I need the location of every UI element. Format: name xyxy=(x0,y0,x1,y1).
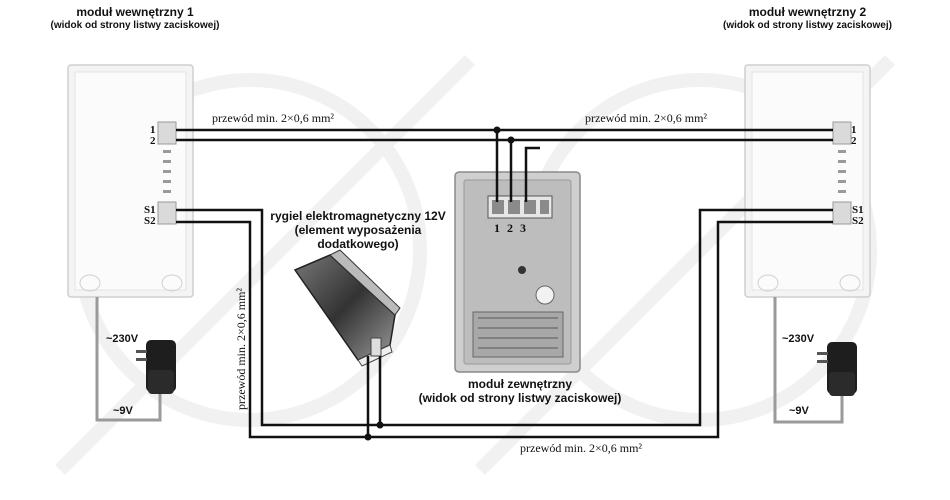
electromagnetic-lock xyxy=(293,249,401,367)
lock-label: rygiel elektromagnetyczny 12V (element w… xyxy=(258,209,458,251)
indoor-module-1-subtitle: (widok od strony listwy zaciskowej) xyxy=(50,19,220,31)
indoor-module-2-subtitle: (widok od strony listwy zaciskowej) xyxy=(723,19,892,31)
indoor-module-2 xyxy=(744,64,871,298)
indoor-module-1-title: moduł wewnętrzny 1 xyxy=(76,5,194,19)
wire-label-bottom: przewód min. 2×0,6 mm² xyxy=(520,441,643,455)
wire-junctions xyxy=(364,126,515,441)
terminal-2-left: 2 xyxy=(150,135,156,147)
wire-label-top-left: przewód min. 2×0,6 mm² xyxy=(212,111,335,125)
terminal-2-right: 2 xyxy=(851,135,857,147)
wire-label-top-right: przewód min. 2×0,6 mm² xyxy=(585,111,708,125)
terminal-1-left: 1 xyxy=(150,124,156,136)
indoor-module-1 xyxy=(67,64,194,298)
lock-subtitle-line2: dodatkowego) xyxy=(317,236,399,251)
terminal-s2-left: S2 xyxy=(144,215,156,227)
indoor-module-1-label: moduł wewnętrzny 1 (widok od strony list… xyxy=(35,5,235,31)
lock-title: rygiel elektromagnetyczny 12V xyxy=(270,209,446,223)
outdoor-module-label: moduł zewnętrzny (widok od strony listwy… xyxy=(400,377,640,406)
outdoor-terminals-label: 1 2 3 xyxy=(494,221,528,235)
wire-label-vertical: przewód min. 2×0,6 mm² xyxy=(234,287,248,410)
lock-subtitle-line1: (element wyposażenia xyxy=(294,222,422,237)
outdoor-module-subtitle: (widok od strony listwy zaciskowej) xyxy=(418,390,622,405)
power-dc-label-2: ~9V xyxy=(789,405,809,417)
indoor-module-2-label: moduł wewnętrzny 2 (widok od strony list… xyxy=(705,5,910,31)
power-ac-label-2: ~230V xyxy=(782,333,815,345)
indoor-module-2-title: moduł wewnętrzny 2 xyxy=(748,5,867,19)
power-dc-label-1: ~9V xyxy=(113,405,133,417)
power-adapter-1 xyxy=(136,340,176,394)
terminal-s2-right: S2 xyxy=(852,215,864,227)
power-cables xyxy=(95,297,844,424)
power-ac-label-1: ~230V xyxy=(106,333,139,345)
terminal-1-right: 1 xyxy=(851,124,857,136)
outdoor-module-title: moduł zewnętrzny xyxy=(467,377,572,391)
terminal-s1-left: S1 xyxy=(144,204,156,216)
terminal-s1-right: S1 xyxy=(852,204,864,216)
power-adapter-2 xyxy=(817,342,857,396)
outdoor-module xyxy=(454,171,581,373)
